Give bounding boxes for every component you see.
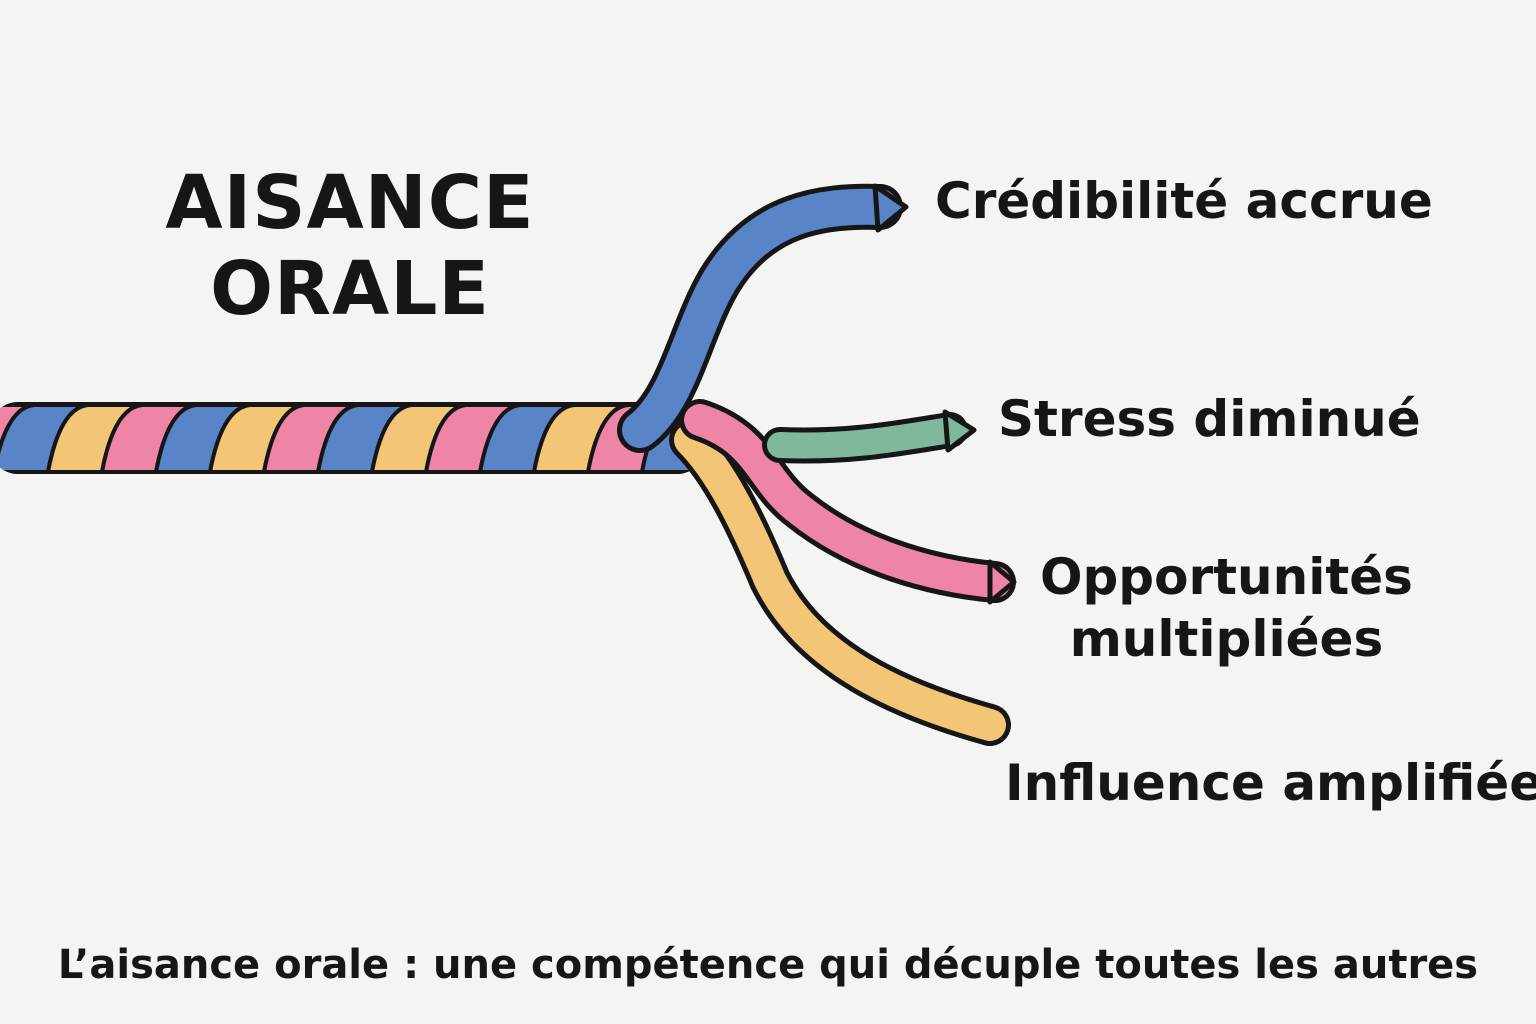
label-influence: Influence amplifiée (1005, 752, 1536, 814)
label-opportunites-line-2: multipliées (1069, 610, 1384, 668)
label-credibilite-text: Crédibilité accrue (935, 172, 1433, 230)
label-opportunites-line-1: Opportunités (1040, 548, 1413, 606)
title-line-2: ORALE (210, 246, 490, 332)
label-stress: Stress diminué (998, 388, 1421, 450)
strand-stress (762, 409, 977, 464)
braided-rope (0, 402, 705, 474)
title-line-1: AISANCE (165, 160, 535, 246)
strand-credibilite (617, 183, 909, 453)
diagram-title: AISANCE ORALE (110, 160, 590, 332)
label-credibilite: Crédibilité accrue (935, 170, 1433, 232)
label-opportunites: Opportunités multipliées (1040, 546, 1413, 670)
strand-influence (669, 419, 1011, 746)
label-stress-text: Stress diminué (998, 390, 1421, 448)
caption: L’aisance orale : une compétence qui déc… (57, 942, 1479, 988)
label-influence-text: Influence amplifiée (1005, 754, 1536, 812)
strand-opportunites (679, 399, 1017, 605)
